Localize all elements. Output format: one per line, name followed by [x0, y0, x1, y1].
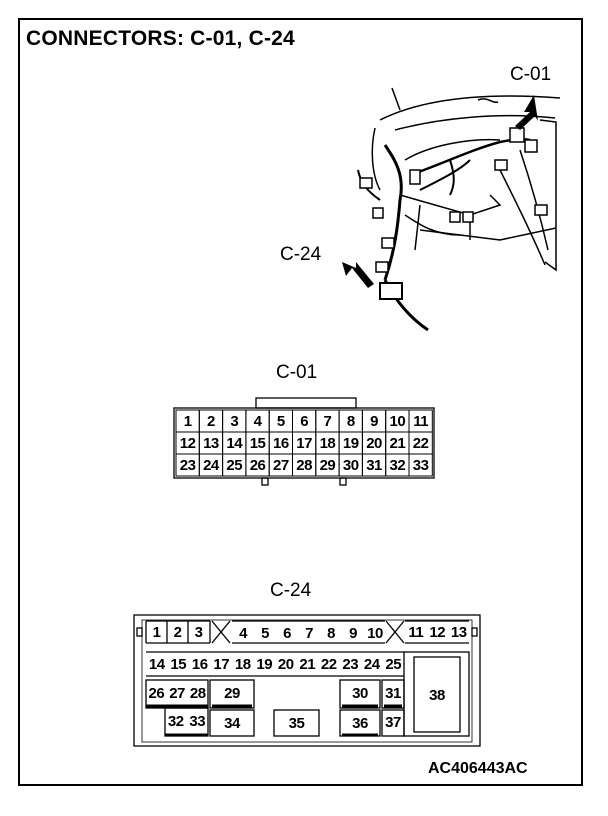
c24-pin-8: 8 [327, 624, 335, 642]
c01-pin-30: 30 [342, 456, 359, 474]
c01-pin-15: 15 [249, 434, 266, 452]
c01-pin-21: 21 [389, 434, 406, 452]
c24-pin-18: 18 [234, 655, 251, 673]
c24-label: C-24 [270, 580, 312, 601]
c01-pin-5: 5 [276, 412, 285, 430]
c24-pin-23: 23 [342, 655, 359, 673]
c24-pin-13: 13 [450, 623, 467, 641]
c24-pin-36: 36 [352, 714, 368, 732]
c24-pin-20: 20 [277, 655, 294, 673]
c24-pin-9: 9 [349, 624, 357, 642]
c01-pin-18: 18 [319, 434, 336, 452]
c01-pin-cell [408, 453, 433, 477]
c24-pin-34: 34 [224, 714, 240, 732]
c24-pin-22: 22 [320, 655, 337, 673]
c01-pin-11: 11 [413, 412, 429, 430]
c24-pin-26: 26 [148, 684, 165, 702]
c01-pin-20: 20 [366, 434, 382, 452]
c24-pin-1: 1 [152, 623, 161, 641]
c24-pin-5: 5 [261, 624, 269, 642]
c24-pin-29: 29 [224, 684, 240, 702]
c24-pin-2: 2 [173, 623, 182, 641]
c01-pin-22: 22 [412, 434, 429, 452]
callout-c24: C-24 [280, 244, 322, 265]
c01-pin-32: 32 [389, 456, 406, 474]
c24-pin-32: 32 [167, 712, 184, 730]
c01-pin-19: 19 [342, 434, 359, 452]
c24-pin-24: 24 [363, 655, 380, 673]
c24-pin-11: 11 [408, 623, 424, 641]
c01-arrow [515, 95, 538, 130]
c24-pin-21: 21 [299, 655, 316, 673]
c01-pin-26: 26 [249, 456, 266, 474]
c24-pin-33: 33 [189, 712, 206, 730]
c01-pin-27: 27 [272, 456, 289, 474]
callout-c01: C-01 [510, 64, 552, 85]
figure-ref-code: AC406443AC [428, 760, 528, 777]
c01-pin-1: 1 [183, 412, 192, 430]
c01-pin-13: 13 [203, 434, 219, 452]
c01-pin-12: 12 [179, 434, 196, 452]
c01-pin-10: 10 [389, 412, 406, 430]
c24-pin-17: 17 [213, 655, 230, 673]
c01-pin-8: 8 [346, 412, 355, 430]
c01-pin-4: 4 [253, 412, 262, 430]
c24-pin-7: 7 [305, 624, 313, 642]
c24-pin-4: 4 [239, 624, 247, 642]
c01-pin-6: 6 [300, 412, 309, 430]
c01-pin-24: 24 [203, 456, 219, 474]
c01-pin-7: 7 [323, 412, 332, 430]
c01-pin-31: 31 [366, 456, 382, 474]
c24-pin-37: 37 [385, 713, 401, 731]
c24-pin-14: 14 [148, 655, 165, 673]
c24-arrow [342, 262, 374, 288]
c24-pin-12: 12 [429, 623, 446, 641]
c24-pin-19: 19 [256, 655, 273, 673]
c24-pin-38: 38 [429, 686, 445, 704]
page-title: CONNECTORS: C-01, C-24 [26, 27, 295, 50]
c24-pin-30: 30 [352, 684, 368, 702]
c24-pin-15: 15 [170, 655, 187, 673]
c01-pin-17: 17 [296, 434, 312, 452]
c01-pin-14: 14 [226, 434, 243, 452]
c24-pin-27: 27 [169, 684, 185, 702]
c01-pin-23: 23 [179, 456, 196, 474]
c24-pin-25: 25 [385, 655, 402, 673]
c01-pin-16: 16 [272, 434, 289, 452]
c01-pin-28: 28 [296, 456, 312, 474]
diagram-frame [18, 18, 583, 786]
c24-pin-16: 16 [191, 655, 208, 673]
c24-pin-35: 35 [288, 714, 305, 732]
c24-pin-3: 3 [194, 623, 203, 641]
c01-pin-2: 2 [207, 412, 215, 430]
c01-pin-9: 9 [370, 412, 378, 430]
c01-label: C-01 [276, 362, 318, 383]
c01-pin-25: 25 [226, 456, 243, 474]
c24-pin-10: 10 [367, 624, 383, 642]
c24-pin-6: 6 [283, 624, 291, 642]
c24-pin-31: 31 [385, 684, 401, 702]
c01-pin-29: 29 [319, 456, 336, 474]
c24-pin-28: 28 [189, 684, 206, 702]
c01-pin-3: 3 [230, 412, 239, 430]
c01-pin-33: 33 [412, 456, 429, 474]
